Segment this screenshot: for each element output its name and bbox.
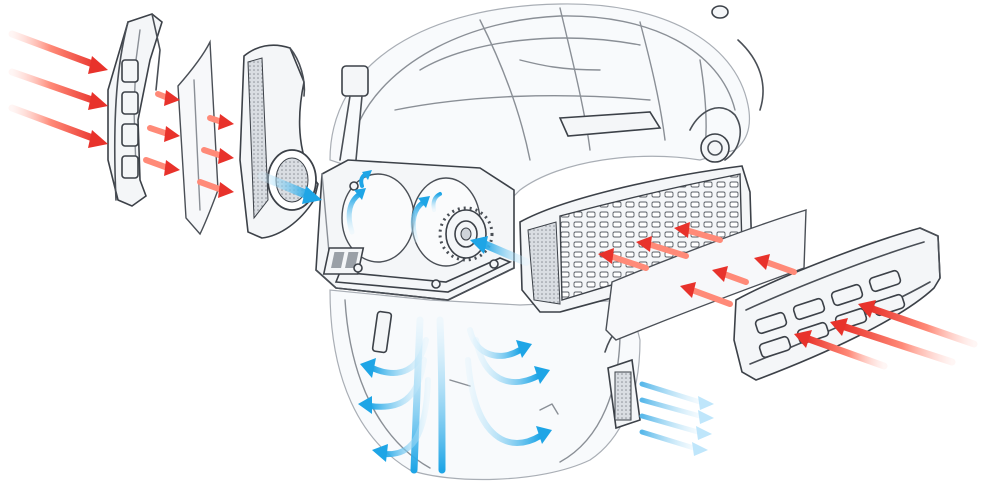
intake-arrow-icon	[598, 248, 649, 271]
intake-arrow-icon	[680, 282, 733, 307]
right-filter-cover-icon	[733, 227, 941, 381]
intake-arrow-icon	[197, 179, 234, 198]
intake-arrow-icon	[794, 330, 888, 370]
intake-arrow-icon	[8, 104, 108, 148]
intake-arrow-icon	[201, 147, 234, 164]
intake-arrow-icon	[155, 90, 180, 106]
intake-arrow-icon	[143, 157, 180, 176]
exhaust-arrow-icon	[639, 397, 714, 424]
clean-air-arrows	[257, 170, 552, 474]
exhaust-arrow-icon	[639, 429, 708, 456]
intake-arrow-icon	[207, 114, 234, 130]
intake-arrow-icon	[754, 254, 797, 275]
exhaust-arrows	[639, 381, 714, 456]
exhaust-arrow-icon	[639, 413, 712, 440]
intake-arrow-icon	[8, 30, 108, 74]
intake-arrow-icon	[674, 222, 723, 243]
exhaust-vent-icon	[604, 317, 641, 430]
intake-arrow-icon	[8, 68, 108, 110]
left-particle-filter-icon	[239, 44, 319, 239]
left-prefilter-sheet-icon	[177, 39, 219, 236]
intake-arrow-icon	[858, 300, 978, 348]
left-intake-arrows	[8, 30, 234, 198]
intake-arrow-icon	[712, 266, 749, 285]
clean-air-arrow-icon	[257, 171, 322, 204]
intake-arrow-icon	[147, 125, 180, 142]
clean-air-arrow-icon	[470, 236, 530, 266]
helmet-shell-icon	[329, 3, 764, 211]
intake-arrow-icon	[830, 318, 956, 366]
intake-arrow-icon	[636, 236, 689, 259]
right-intake-arrows	[598, 222, 978, 370]
left-filter-cover-icon	[107, 13, 163, 207]
exhaust-arrow-icon	[639, 381, 714, 410]
